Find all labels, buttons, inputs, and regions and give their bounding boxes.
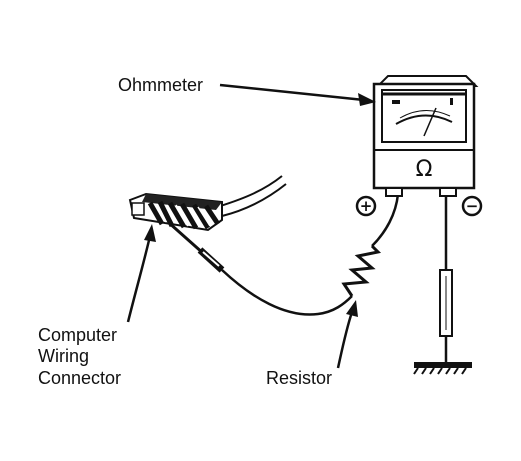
connector-label: Computer Wiring Connector <box>38 325 121 388</box>
connector-pointer-arrow <box>126 224 156 323</box>
connector-probe <box>167 220 225 273</box>
wiring-harness <box>213 175 287 217</box>
resistor-label: Resistor <box>266 368 332 388</box>
positive-terminal-symbol: + <box>360 197 373 215</box>
negative-lead <box>439 196 453 362</box>
ohmmeter-pointer-arrow <box>219 83 376 106</box>
ohmmeter-icon: Ω <box>372 75 479 197</box>
negative-terminal-icon: − <box>461 195 483 217</box>
ohm-unit-symbol: Ω <box>416 157 433 182</box>
test-lead-wire <box>221 269 353 316</box>
connector-label-line-3: Connector <box>38 368 121 388</box>
wiring-connector-icon <box>128 192 223 232</box>
ground-icon <box>413 362 472 375</box>
connector-label-line-1: Computer <box>38 325 117 345</box>
connector-label-line-2: Wiring <box>38 346 89 366</box>
negative-terminal-symbol: − <box>466 197 479 215</box>
resistor-zigzag-icon <box>341 244 382 297</box>
positive-terminal-icon: + <box>355 195 377 217</box>
positive-lead-wire <box>371 193 400 247</box>
ohmmeter-label: Ohmmeter <box>118 75 203 95</box>
resistor-pointer-arrow <box>336 300 358 369</box>
